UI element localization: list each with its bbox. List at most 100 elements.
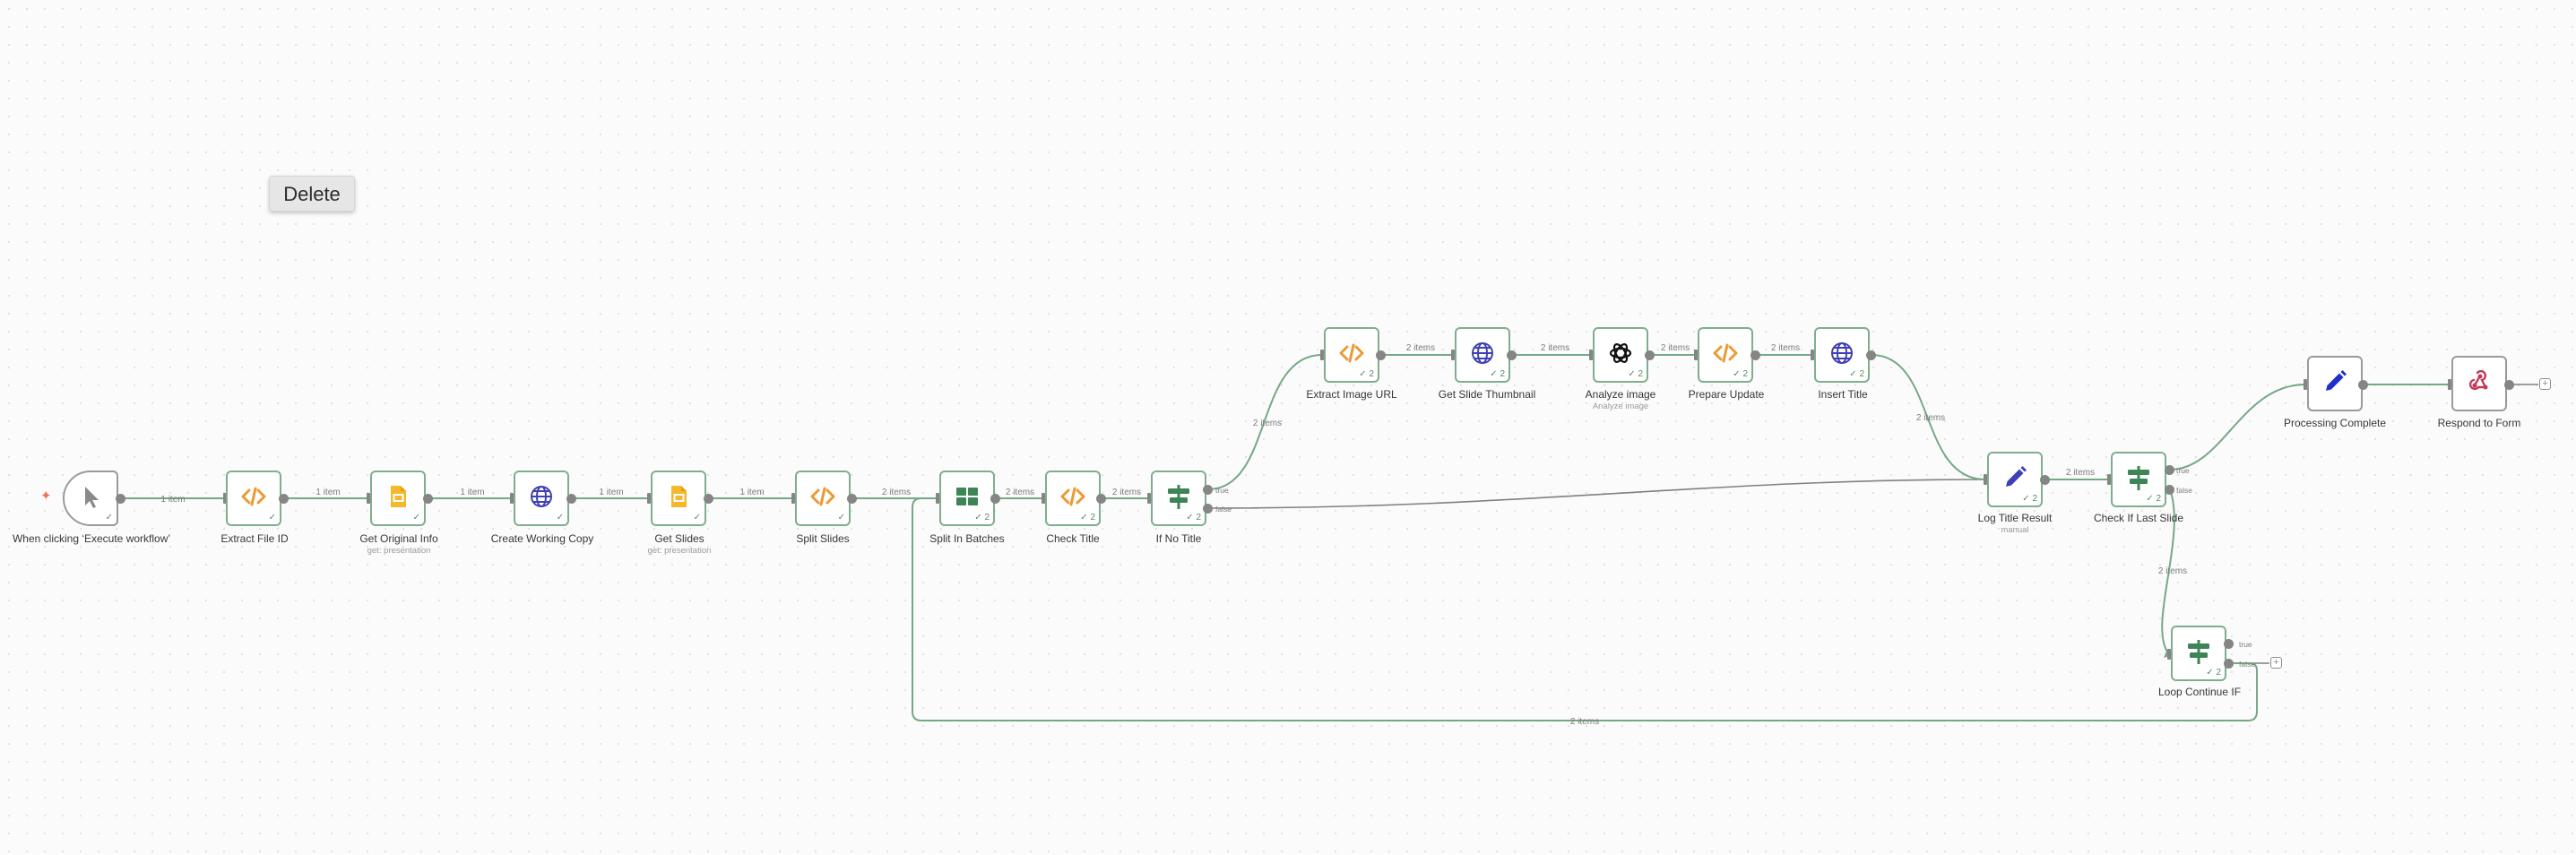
input-port[interactable]: [2107, 474, 2111, 485]
output-handle-false[interactable]: [2224, 659, 2234, 669]
if-icon: [1165, 483, 1192, 510]
output-handle[interactable]: [423, 494, 433, 504]
output-handle-true[interactable]: [2224, 639, 2234, 649]
node-label: When clicking ‘Execute workflow’: [12, 532, 171, 545]
success-check: ✓: [105, 513, 113, 522]
input-port[interactable]: [2448, 379, 2451, 390]
connection-checklast-false-loop[interactable]: [2161, 488, 2175, 655]
connection-if-false-log[interactable]: [1207, 479, 1986, 509]
code-icon: [1712, 340, 1739, 367]
output-handle-false[interactable]: [1203, 504, 1213, 514]
node-split-slides[interactable]: ✓: [795, 471, 851, 526]
output-handle[interactable]: [566, 494, 576, 504]
output-handle[interactable]: [279, 494, 289, 504]
output-handle-true[interactable]: [1203, 485, 1213, 495]
node-get-slide-thumbnail[interactable]: ✓ 2: [1455, 327, 1510, 383]
node-log-title-result[interactable]: ✓ 2: [1987, 452, 2043, 507]
input-port[interactable]: [223, 493, 227, 504]
input-port[interactable]: [1320, 350, 1324, 360]
node-insert-title[interactable]: ✓ 2: [1814, 327, 1870, 383]
branch-true-label: true: [2239, 640, 2252, 649]
webhook-icon: [2466, 368, 2493, 395]
input-port[interactable]: [1589, 350, 1593, 360]
if-icon: [2125, 464, 2152, 491]
node-if-no-title[interactable]: ✓ 2: [1151, 471, 1206, 526]
input-port[interactable]: [510, 493, 514, 504]
context-menu-delete-button[interactable]: Delete: [269, 176, 355, 212]
output-handle[interactable]: [2358, 380, 2368, 390]
node-extract-file-id[interactable]: ✓: [226, 471, 281, 526]
run-count-badge: ✓ 2: [1359, 369, 1374, 379]
edge-label: 2 items: [1112, 488, 1141, 497]
output-handle[interactable]: [1645, 350, 1655, 360]
output-handle[interactable]: [1866, 350, 1876, 360]
node-label: Get Slide Thumbnail: [1438, 388, 1536, 401]
node-label: Log Title Result: [1977, 512, 2053, 524]
output-handle[interactable]: [2040, 475, 2050, 485]
output-handle[interactable]: [990, 494, 1000, 504]
input-port[interactable]: [2304, 379, 2307, 390]
connection-checklast-true-complete[interactable]: [2169, 384, 2306, 471]
google-slides-icon: [385, 483, 411, 510]
output-handle[interactable]: [1376, 350, 1386, 360]
grid-icon: [954, 483, 981, 510]
input-port[interactable]: [1984, 474, 1987, 485]
trigger-spark-icon: ✦: [40, 488, 52, 504]
run-count-badge: ✓ 2: [2206, 668, 2221, 678]
output-handle[interactable]: [1507, 350, 1517, 360]
node-prepare-update[interactable]: ✓ 2: [1698, 327, 1753, 383]
input-port[interactable]: [791, 493, 795, 504]
success-check: ✓: [412, 513, 420, 522]
add-node-plus-icon[interactable]: +: [2539, 378, 2551, 390]
input-port[interactable]: [1147, 493, 1151, 504]
node-manual-trigger[interactable]: ✓: [63, 471, 118, 526]
input-port[interactable]: [647, 493, 651, 504]
node-create-working-copy[interactable]: ✓: [514, 471, 569, 526]
run-count-badge: ✓ 2: [1490, 369, 1505, 379]
node-processing-complete[interactable]: [2307, 356, 2363, 411]
connection-loop-false-back[interactable]: [912, 497, 2258, 721]
output-handle[interactable]: [2504, 380, 2514, 390]
output-handle-true[interactable]: [2165, 465, 2174, 475]
input-port[interactable]: [936, 493, 939, 504]
node-subtitle: get: presentation: [647, 546, 712, 556]
connection-insert-log[interactable]: [1871, 354, 1986, 480]
run-count-badge: ✓ 2: [1849, 369, 1864, 379]
success-check: ✓: [268, 513, 276, 522]
input-port[interactable]: [1811, 350, 1814, 360]
input-port[interactable]: [1451, 350, 1455, 360]
node-extract-image-url[interactable]: ✓ 2: [1324, 327, 1379, 383]
node-analyze-image[interactable]: ✓ 2: [1593, 327, 1648, 383]
node-check-title[interactable]: ✓ 2: [1045, 471, 1101, 526]
node-check-if-last-slide[interactable]: ✓ 2: [2111, 452, 2166, 507]
output-handle[interactable]: [1096, 494, 1106, 504]
output-handle-false[interactable]: [2165, 485, 2174, 495]
node-label: Insert Title: [1818, 388, 1868, 401]
edge-label: 2 items: [882, 488, 911, 497]
code-icon: [1059, 483, 1086, 510]
node-label: Analyze image: [1585, 388, 1656, 401]
output-handle[interactable]: [116, 494, 125, 504]
input-port[interactable]: [1694, 350, 1698, 360]
connection-if-true-extract-image[interactable]: [1207, 354, 1323, 490]
input-port[interactable]: [2167, 649, 2171, 660]
node-label: Check If Last Slide: [2093, 512, 2184, 524]
node-label: Respond to Form: [2437, 417, 2521, 429]
output-handle[interactable]: [704, 494, 713, 504]
node-split-in-batches[interactable]: ✓ 2: [939, 471, 995, 526]
edge-label: 2 items: [1771, 343, 1800, 353]
output-handle[interactable]: [1750, 350, 1760, 360]
node-label: Check Title: [1046, 532, 1100, 545]
node-get-slides[interactable]: ✓: [651, 471, 706, 526]
node-label: Processing Complete: [2283, 417, 2387, 429]
node-label: Extract Image URL: [1306, 388, 1397, 401]
node-respond-to-form[interactable]: [2451, 356, 2507, 411]
node-loop-continue-if[interactable]: ✓ 2: [2171, 626, 2226, 681]
node-label: Get Slides: [654, 532, 705, 545]
input-port[interactable]: [1042, 493, 1045, 504]
node-get-original-info[interactable]: ✓: [370, 471, 426, 526]
add-node-plus-icon[interactable]: +: [2270, 657, 2282, 669]
output-handle[interactable]: [847, 494, 857, 504]
success-check: ✓: [693, 513, 701, 522]
input-port[interactable]: [367, 493, 370, 504]
